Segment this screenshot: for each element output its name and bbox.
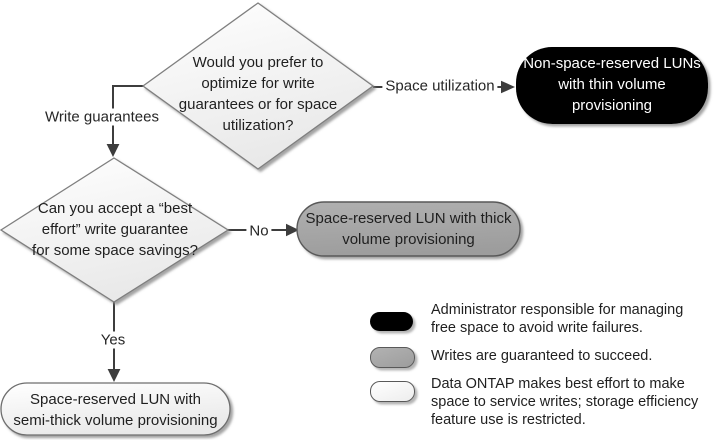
- node-thin-provisioning: [516, 47, 708, 124]
- legend-swatch-gray: [370, 347, 415, 368]
- decision-diamond-optimize: [141, 2, 375, 170]
- edge-label-yes: Yes: [97, 331, 129, 349]
- decision-diamond-best-effort: [0, 157, 230, 303]
- legend-text-black: Administrator responsible for managing f…: [431, 302, 684, 336]
- decision-optimize-text: Would you prefer to optimize for write g…: [178, 54, 338, 134]
- legend-swatch-white: [370, 381, 415, 402]
- node-semi-thick-provisioning: [0, 382, 231, 436]
- edge-yes-arrowhead: [107, 369, 121, 382]
- edge-label-write-guarantees: Write guarantees: [42, 108, 162, 126]
- edge-label-space-utilization: Space utilization: [382, 77, 498, 95]
- legend-text-white: Data ONTAP makes best effort to make spa…: [431, 376, 699, 428]
- decision-best-effort-text: Can you accept a “best effort” write gua…: [32, 200, 198, 259]
- node-thick-provisioning: [296, 201, 521, 257]
- edge-space-utilization-arrowhead: [501, 80, 515, 94]
- node-semi-thick-provisioning-text: Space-reserved LUN with semi-thick volum…: [13, 391, 218, 429]
- edge-label-no: No: [246, 222, 272, 240]
- edge-write-guarantees-arrowhead: [106, 144, 120, 157]
- node-thick-provisioning-text: Space-reserved LUN with thick volume pro…: [305, 210, 512, 248]
- legend-text-gray: Writes are guaranteed to succeed.: [431, 348, 653, 364]
- node-thin-provisioning-text: Non-space-reserved LUNs with thin volume…: [523, 55, 701, 114]
- edge-no-arrowhead: [286, 223, 299, 237]
- legend-swatch-black: [370, 312, 413, 331]
